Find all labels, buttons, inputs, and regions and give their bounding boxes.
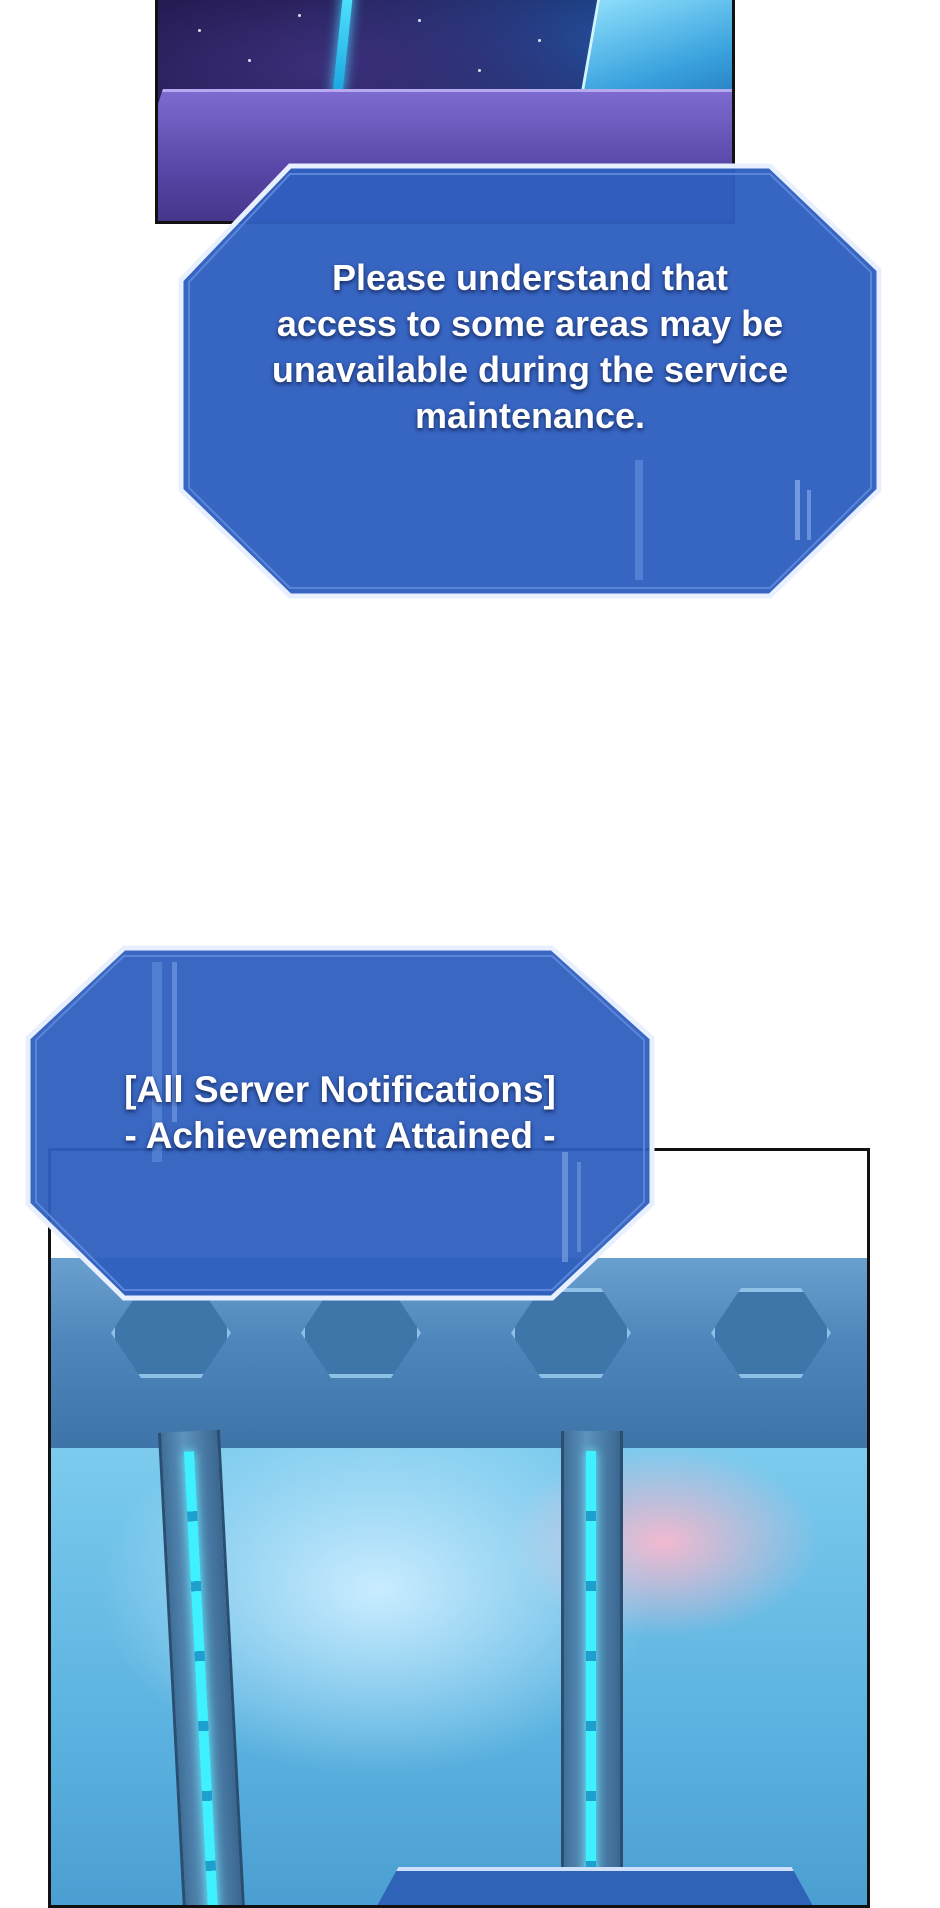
maintenance-message: Please understand that access to some ar… xyxy=(271,257,789,436)
achievement-title: [All Server Notifications] xyxy=(124,1069,556,1110)
star xyxy=(538,39,541,42)
pillar-light xyxy=(586,1451,596,1905)
octagon-frame xyxy=(25,945,655,1301)
hex-panel xyxy=(511,1288,631,1378)
next-notice-box-edge xyxy=(361,1867,829,1905)
achievement-message: [All Server Notifications] - Achievement… xyxy=(60,1067,620,1159)
star xyxy=(198,29,201,32)
hex-panel xyxy=(301,1288,421,1378)
achievement-subtitle: - Achievement Attained - xyxy=(124,1115,556,1156)
star xyxy=(248,59,251,62)
bottom-art-panel xyxy=(48,1148,870,1908)
hex-panel xyxy=(711,1288,831,1378)
star xyxy=(418,19,421,22)
light-pillar xyxy=(561,1431,623,1905)
achievement-notice-box: [All Server Notifications] - Achievement… xyxy=(22,942,658,1304)
octagon-frame xyxy=(178,163,882,599)
light-beam xyxy=(332,0,354,95)
pillar-light xyxy=(183,1451,219,1905)
star xyxy=(478,69,481,72)
maintenance-notice-box: Please understand that access to some ar… xyxy=(175,160,885,602)
star xyxy=(298,14,301,17)
